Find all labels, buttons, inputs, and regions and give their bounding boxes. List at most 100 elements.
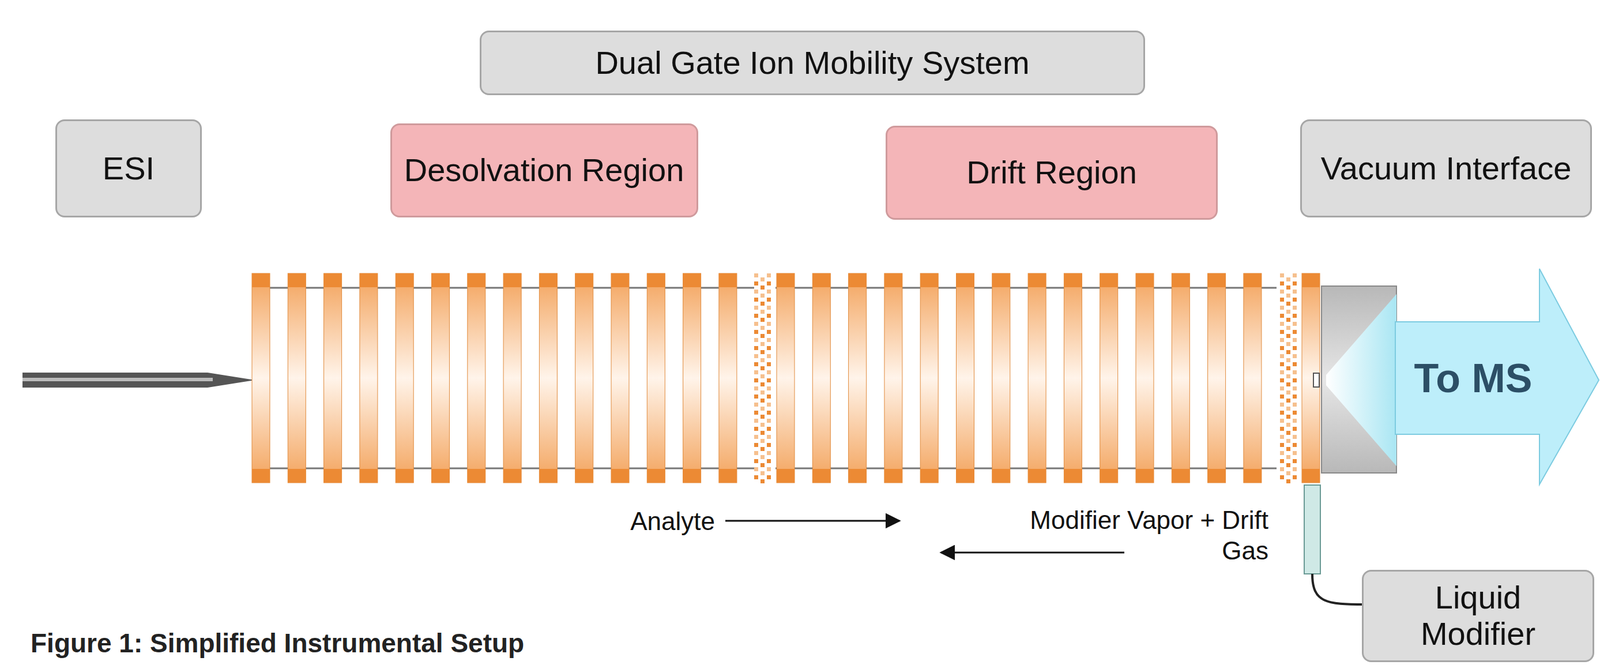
ion-gate-grid bbox=[760, 301, 765, 306]
ring-cap bbox=[718, 468, 737, 483]
ring-electrode bbox=[1028, 273, 1046, 483]
ion-gate-grid bbox=[1280, 313, 1285, 318]
ion-gate-grid bbox=[1286, 471, 1291, 476]
ring-cap bbox=[431, 273, 450, 288]
ion-gate-grid bbox=[754, 426, 759, 431]
ion-gate-grid bbox=[1292, 370, 1297, 375]
ion-gate-grid bbox=[754, 386, 759, 391]
ring-cap bbox=[251, 273, 270, 288]
ion-gate-grid bbox=[754, 321, 759, 326]
ring-cap bbox=[683, 273, 702, 288]
ion-gate-grid bbox=[1292, 378, 1297, 383]
ring-electrode bbox=[776, 273, 795, 483]
ring-cap bbox=[1135, 273, 1154, 288]
ring-cap bbox=[1063, 468, 1082, 483]
ion-gate-grid bbox=[1286, 414, 1291, 419]
ion-gate-grid bbox=[1280, 418, 1285, 423]
ion-gate-grid bbox=[760, 462, 765, 468]
to-ms-arrow bbox=[1395, 268, 1599, 485]
ring-electrode bbox=[1100, 273, 1118, 483]
interface-housing bbox=[1321, 285, 1397, 473]
ring-cap bbox=[848, 468, 867, 483]
ring-cap bbox=[395, 468, 414, 483]
ion-gate-grid bbox=[760, 309, 765, 314]
ion-gate-grid bbox=[1292, 450, 1297, 455]
ion-gate-grid bbox=[754, 281, 759, 286]
ion-gate-grid bbox=[766, 458, 771, 463]
region-box: Desolvation Region bbox=[390, 123, 699, 218]
ion-gate-grid bbox=[754, 394, 759, 399]
ion-gate-grid bbox=[754, 329, 759, 334]
ring-cap bbox=[646, 273, 665, 288]
ion-gate-grid bbox=[766, 297, 771, 302]
ion-gate-grid bbox=[760, 358, 765, 363]
drift-gas-flow-arrow bbox=[940, 551, 1125, 554]
needle-highlight bbox=[22, 377, 213, 382]
ion-gate-grid bbox=[1280, 362, 1285, 367]
ion-gate-grid bbox=[1292, 426, 1297, 431]
ion-gate-grid bbox=[1286, 285, 1291, 290]
ion-gate-grid bbox=[1280, 273, 1285, 278]
ring-cap bbox=[683, 468, 702, 483]
ion-gate-grid bbox=[1280, 475, 1285, 480]
ion-gate-grid bbox=[1286, 293, 1291, 298]
ion-gate-grid bbox=[760, 366, 765, 371]
ring-cap bbox=[359, 468, 378, 483]
box-text: Dual Gate Ion Mobility System bbox=[584, 44, 1040, 82]
ring-electrode bbox=[683, 273, 702, 483]
ring-cap bbox=[324, 273, 342, 288]
ring-cap bbox=[503, 468, 522, 483]
ion-gate-grid bbox=[760, 382, 765, 387]
ion-gate-grid bbox=[1292, 467, 1297, 472]
ion-gate-grid bbox=[1292, 289, 1297, 294]
ion-gate-grid bbox=[760, 430, 765, 435]
ring-cap bbox=[287, 468, 306, 483]
ion-gate-grid bbox=[766, 434, 771, 439]
ring-cap bbox=[1301, 273, 1320, 288]
ion-gate-grid bbox=[1292, 362, 1297, 367]
box-text: Drift Region bbox=[955, 154, 1148, 191]
ion-gate-grid bbox=[1292, 402, 1297, 407]
ring-cap bbox=[1100, 468, 1118, 483]
ion-gate-grid bbox=[760, 277, 765, 282]
ion-gate-grid bbox=[754, 345, 759, 350]
ion-gate-grid bbox=[1292, 313, 1297, 318]
ring-electrode bbox=[1171, 273, 1190, 483]
ion-gate-grid bbox=[766, 289, 771, 294]
modifier-line bbox=[1312, 573, 1366, 605]
ion-gate-grid bbox=[1292, 273, 1297, 278]
ring-cap bbox=[1207, 468, 1226, 483]
ion-gate-grid bbox=[1292, 475, 1297, 480]
ion-gate-grid bbox=[766, 362, 771, 367]
ion-gate-grid bbox=[760, 454, 765, 459]
ion-gate-grid bbox=[1286, 398, 1291, 403]
ion-gate-grid bbox=[1280, 337, 1285, 342]
ion-gate-grid bbox=[1280, 434, 1285, 439]
ring-cap bbox=[1243, 468, 1262, 483]
ion-gate-grid bbox=[766, 281, 771, 286]
ion-gate-grid bbox=[766, 386, 771, 391]
ion-gate-grid bbox=[1286, 430, 1291, 435]
ion-gate-grid bbox=[754, 354, 759, 359]
ion-gate-grid bbox=[1280, 370, 1285, 375]
ion-gate-grid bbox=[754, 418, 759, 423]
ion-gate-grid bbox=[1292, 418, 1297, 423]
ion-gate-grid bbox=[1280, 378, 1285, 383]
ion-gate-grid bbox=[766, 273, 771, 278]
box-text: ESI bbox=[92, 150, 165, 187]
ring-electrode bbox=[611, 273, 630, 483]
box-text: Liquid Modifier bbox=[1363, 579, 1593, 652]
ion-gate-grid bbox=[1280, 345, 1285, 350]
ion-gate-grid bbox=[754, 337, 759, 342]
ion-gate-grid bbox=[1280, 442, 1285, 447]
ion-gate-grid bbox=[766, 370, 771, 375]
ion-gate-grid bbox=[760, 285, 765, 290]
ion-gate-grid bbox=[760, 479, 765, 484]
ion-gate-grid bbox=[1286, 301, 1291, 306]
ring-cap bbox=[992, 273, 1011, 288]
ion-gate-grid bbox=[1292, 458, 1297, 463]
ion-gate-grid bbox=[766, 426, 771, 431]
ring-cap bbox=[776, 273, 795, 288]
ion-gate-grid bbox=[1286, 325, 1291, 330]
ring-cap bbox=[718, 273, 737, 288]
